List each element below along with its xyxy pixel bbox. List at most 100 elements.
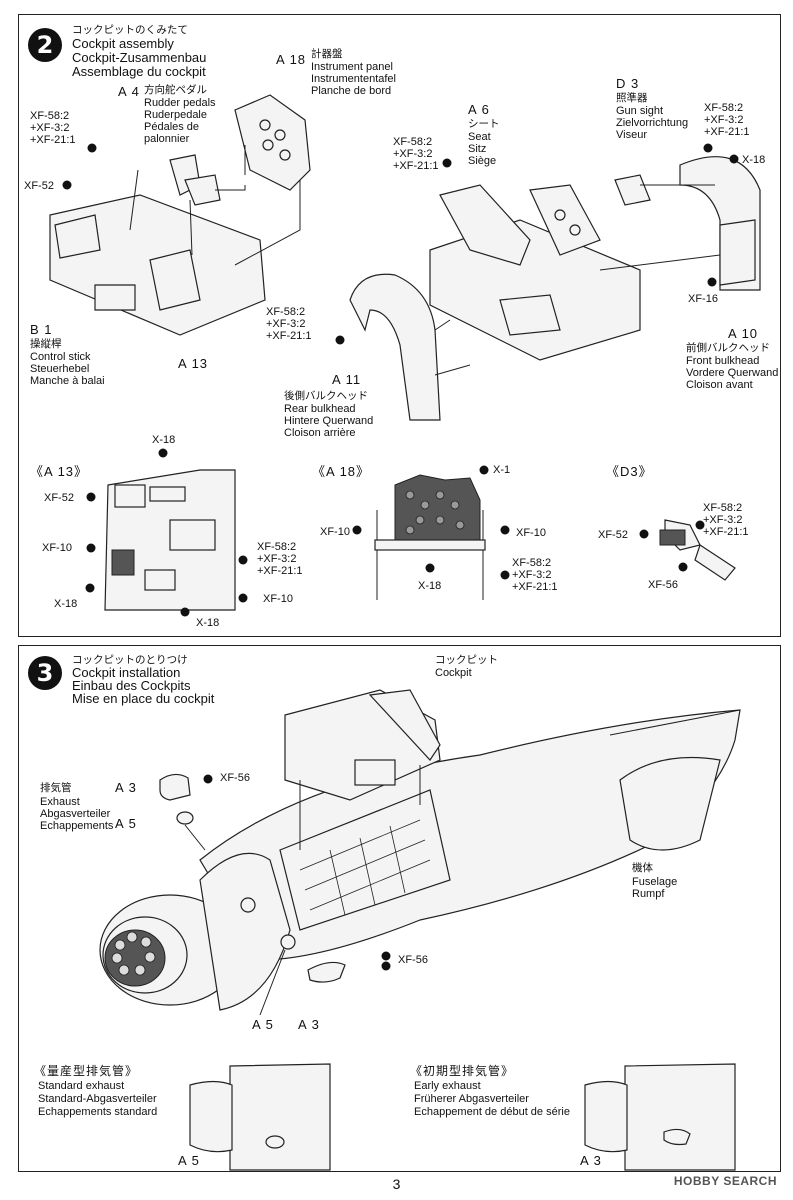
exhaust-label-fr: Echappements — [40, 820, 114, 832]
step3-title-de: Einbau des Cockpits — [72, 678, 191, 693]
paint-x18-a13-bottom: X-18 — [196, 617, 220, 629]
exhaust-label-en: Exhaust — [40, 796, 80, 808]
early-exhaust-fr: Echappement de début de série — [414, 1106, 570, 1118]
part-a5-standard: A 5 — [178, 1153, 200, 1168]
detail-d3-label: 《D3》 — [606, 464, 653, 479]
paint-xf56-d3: XF-56 — [648, 579, 678, 591]
paint-mix-d3-detail: XF-58:2 +XF-3:2 +XF-21:1 — [703, 502, 749, 538]
exhaust-label-de: Abgasverteiler — [40, 808, 111, 820]
cockpit-label-jp: コックピット — [435, 654, 498, 666]
fuselage-label-en: Fuselage — [632, 876, 678, 888]
part-a4-de: Ruderpedale — [144, 109, 207, 121]
detail-a13-label: 《A 13》 — [30, 464, 89, 479]
paint-xf10-a13-right: XF-10 — [263, 593, 293, 605]
part-b1-fr: Manche à balai — [30, 375, 105, 387]
part-a6-de: Sitz — [468, 143, 487, 155]
part-a18-jp: 計器盤 — [311, 48, 343, 60]
step3-title-fr: Mise en place du cockpit — [72, 691, 215, 706]
early-exhaust-en: Early exhaust — [414, 1080, 481, 1092]
paint-xf52-a13: XF-52 — [44, 492, 74, 504]
paint-mix-a13: XF-58:2 +XF-3:2 +XF-21:1 — [257, 541, 303, 577]
standard-exhaust-de: Standard-Abgasverteiler — [38, 1093, 157, 1105]
paint-mix-a6: XF-58:2 +XF-3:2 +XF-21:1 — [393, 136, 439, 172]
fuselage-label-jp: 機体 — [632, 862, 653, 874]
step2-title-jp: コックピットのくみたて — [72, 24, 188, 36]
part-a3-top: A 3 — [115, 780, 137, 795]
step2-number: 2 — [28, 28, 62, 62]
part-a3-bottom: A 3 — [298, 1017, 320, 1032]
paint-mix-a18: XF-58:2 +XF-3:2 +XF-21:1 — [512, 557, 558, 593]
part-a10-code: A 10 — [728, 326, 759, 341]
part-d3-en: Gun sight — [616, 105, 664, 117]
part-b1-jp: 操縦桿 — [30, 338, 62, 350]
part-b1-en: Control stick — [30, 351, 91, 363]
step3-title-en: Cockpit installation — [72, 665, 181, 680]
fuselage-label-de: Rumpf — [632, 888, 665, 900]
cockpit-label-en: Cockpit — [435, 667, 472, 679]
paint-x18-a18: X-18 — [418, 580, 442, 592]
standard-exhaust-en: Standard exhaust — [38, 1080, 125, 1092]
paint-x18-a13-left: X-18 — [54, 598, 78, 610]
paint-mix-d3: XF-58:2 +XF-3:2 +XF-21:1 — [704, 102, 750, 138]
part-a6-jp: シート — [468, 118, 500, 130]
step3-title-jp: コックピットのとりつけ — [72, 654, 188, 666]
part-d3-jp: 照準器 — [616, 92, 648, 104]
part-a11-code: A 11 — [332, 372, 362, 387]
paint-xf52-d3: XF-52 — [598, 529, 628, 541]
page-number: 3 — [392, 1176, 401, 1192]
part-a10-de: Vordere Querwand — [686, 367, 779, 379]
part-a6-fr: Siège — [468, 155, 497, 167]
paint-x1-a18: X-1 — [493, 464, 511, 476]
part-a11-de: Hintere Querwand — [284, 415, 374, 427]
part-a10-jp: 前側バルクヘッド — [686, 342, 770, 354]
paint-x18-a13-top: X-18 — [152, 434, 176, 446]
part-d3-code: D 3 — [616, 76, 640, 91]
step2-title-de: Cockpit-Zusammenbau — [72, 50, 207, 65]
paint-xf10-a18-right: XF-10 — [516, 527, 546, 539]
detail-a18-label: 《A 18》 — [312, 464, 371, 479]
part-a18-code: A 18 — [276, 52, 307, 67]
part-a11-fr: Cloison arrière — [284, 427, 356, 439]
paint-xf10-a13-left: XF-10 — [42, 542, 72, 554]
part-a10-en: Front bulkhead — [686, 355, 760, 367]
step2-title-fr: Assemblage du cockpit — [72, 64, 206, 79]
part-a4-code: A 4 — [118, 84, 140, 99]
part-a13-code: A 13 — [178, 356, 209, 371]
part-a11-jp: 後側バルクヘッド — [284, 390, 368, 402]
early-exhaust-title: 《初期型排気管》 — [410, 1064, 515, 1078]
part-a4-fr2: palonnier — [144, 133, 190, 145]
part-a18-en: Instrument panel — [311, 61, 393, 73]
step2-title-en: Cockpit assembly — [72, 36, 174, 51]
part-a18-fr: Planche de bord — [311, 85, 392, 97]
part-a3-early: A 3 — [580, 1153, 602, 1168]
paint-xf52-a: XF-52 — [24, 180, 54, 192]
exhaust-label-jp: 排気管 — [40, 782, 72, 794]
standard-exhaust-title: 《量産型排気管》 — [34, 1064, 139, 1078]
step2-panel — [18, 14, 781, 637]
paint-xf16: XF-16 — [688, 293, 718, 305]
part-a4-jp: 方向舵ペダル — [144, 84, 207, 96]
step3-number: 3 — [28, 656, 62, 690]
part-a18-de: Instrumententafel — [311, 73, 396, 85]
part-d3-fr: Viseur — [616, 129, 647, 141]
part-b1-de: Steuerhebel — [30, 363, 90, 375]
part-a4-fr: Pédales de — [144, 121, 200, 133]
step2-cockpit-drawing — [49, 94, 761, 617]
watermark: HOBBY SEARCH — [673, 1174, 777, 1188]
paint-mix-a11: XF-58:2 +XF-3:2 +XF-21:1 — [266, 306, 312, 342]
paint-xf56-bottom: XF-56 — [398, 954, 428, 966]
part-a4-en: Rudder pedals — [144, 97, 216, 109]
paint-xf10-a18-left: XF-10 — [320, 526, 350, 538]
part-b1-code: B 1 — [30, 322, 53, 337]
part-a5-top: A 5 — [115, 816, 137, 831]
paint-xf56-top: XF-56 — [220, 772, 250, 784]
early-exhaust-de: Früherer Abgasverteiler — [414, 1093, 529, 1105]
part-a5-bottom: A 5 — [252, 1017, 274, 1032]
standard-exhaust-fr: Echappements standard — [38, 1106, 158, 1118]
part-d3-de: Zielvorrichtung — [616, 117, 689, 129]
step3-panel — [18, 645, 781, 1172]
paint-mix-a4: XF-58:2 +XF-3:2 +XF-21:1 — [30, 110, 76, 146]
part-a10-fr: Cloison avant — [686, 379, 753, 391]
part-a6-code: A 6 — [468, 102, 490, 117]
